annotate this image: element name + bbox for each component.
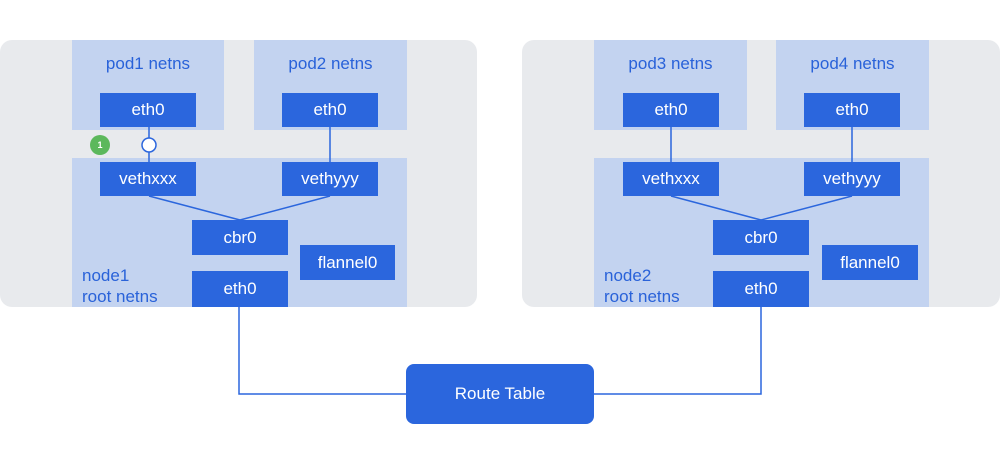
pod4-eth0: eth0 [804, 93, 900, 127]
pod3-title: pod3 netns [628, 54, 713, 73]
node1-eth0: eth0 [192, 271, 288, 307]
pod4-title: pod4 netns [810, 54, 895, 73]
link-vethxxx-cbr0-node1 [148, 195, 241, 221]
node1-flannel0: flannel0 [300, 245, 395, 280]
step-1-badge: 1 [90, 135, 110, 155]
node1-cbr0: cbr0 [192, 220, 288, 255]
pod2-eth0: eth0 [282, 93, 378, 127]
pod3-eth0: eth0 [623, 93, 719, 127]
link-vethxxx-cbr0-node2 [670, 195, 762, 221]
link-node1-route-table [238, 307, 406, 395]
node1-vethxxx: vethxxx [100, 162, 196, 196]
link-vethyyy-cbr0-node2 [760, 195, 853, 221]
veth-endpoint-circle [141, 137, 157, 153]
node2-root-netns-label: root netns [604, 287, 680, 306]
pod2-title: pod2 netns [288, 54, 373, 73]
route-table: Route Table [406, 364, 594, 424]
node2-vethxxx: vethxxx [623, 162, 719, 196]
node2-vethyyy: vethyyy [804, 162, 900, 196]
link-node2-route-table [594, 307, 762, 395]
node1-root-netns-label: root netns [82, 287, 158, 306]
link-vethyyy-cbr0-node1 [239, 195, 331, 221]
node2-cbr0: cbr0 [713, 220, 809, 255]
pod1-eth0: eth0 [100, 93, 196, 127]
node1-name: node1 [82, 266, 130, 285]
node1-label: node1 root netns [82, 265, 158, 307]
node2-label: node2 root netns [604, 265, 680, 307]
node2-eth0: eth0 [713, 271, 809, 307]
node1-vethyyy: vethyyy [282, 162, 378, 196]
node2-name: node2 [604, 266, 652, 285]
pod1-title: pod1 netns [105, 54, 191, 73]
node2-flannel0: flannel0 [822, 245, 918, 280]
